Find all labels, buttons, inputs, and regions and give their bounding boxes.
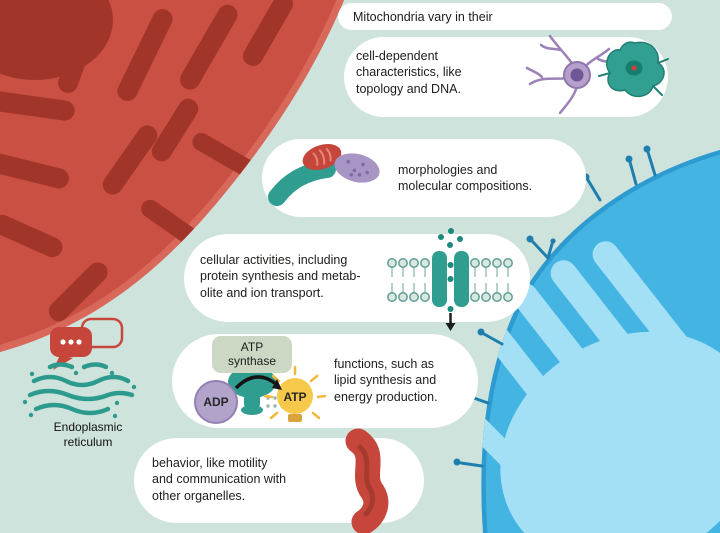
- neuron-nucleus: [570, 68, 584, 82]
- atp-bulb-icon: [263, 365, 327, 422]
- red-mito-cristae: [0, 0, 293, 322]
- endoplasmic-reticulum-illustration: [22, 317, 137, 419]
- mitochondria-shapes-icon: [268, 144, 380, 206]
- callout-pill-cellular-activities: [184, 234, 530, 322]
- adp-to-atp-arrow-icon: [234, 375, 282, 390]
- callout-text-behavior: behavior, like motility and communicatio…: [152, 456, 287, 503]
- transport-arrow-icon: [445, 313, 456, 331]
- title-bar: [338, 3, 672, 30]
- adp-molecule-icon: [194, 380, 238, 424]
- page-title: Mitochondria vary in their: [353, 10, 493, 24]
- callout-text-cell-dependent: cell-dependent characteristics, like top…: [356, 49, 462, 96]
- callout-text-morphologies: morphologies and molecular compositions.: [398, 163, 533, 194]
- membrane-channel-icon: [387, 228, 513, 331]
- atp-synthase-label: ATP synthase: [212, 336, 292, 373]
- er-membranes: [27, 362, 135, 416]
- adp-label: ADP: [203, 395, 229, 409]
- callout-text-cellular-activities: cellular activities, including protein s…: [200, 253, 361, 300]
- er-label: Endoplasmic reticulum: [53, 420, 123, 449]
- transported-ions: [438, 228, 463, 312]
- blue-mitochondrion-illustration: [453, 145, 720, 533]
- glial-cell-icon: [598, 41, 669, 98]
- red-small-mitochondrion-icon: [302, 144, 342, 170]
- atp-synthase-diagram: [194, 365, 327, 424]
- lipid-bilayer: [387, 258, 513, 302]
- channel-protein: [432, 251, 469, 307]
- red-mitochondrion-illustration: [0, 0, 344, 352]
- purple-mitochondrion-icon: [334, 153, 380, 183]
- mitochondrion-cristae-line: [357, 444, 376, 517]
- motile-mitochondrion-icon: [345, 428, 389, 533]
- callout-text-functions: functions, such as lipid synthesis and e…: [334, 357, 438, 404]
- blue-mito-cristae: [481, 150, 720, 533]
- cell-types-icon: [525, 34, 669, 115]
- atp-label: ATP: [283, 390, 307, 404]
- atp-synthase-icon: [228, 366, 276, 415]
- er-ribosomes: [22, 370, 137, 419]
- teal-mitochondrion-icon: [268, 160, 336, 206]
- red-mito-membrane-band: [0, 0, 344, 352]
- red-mito-body: [0, 0, 344, 352]
